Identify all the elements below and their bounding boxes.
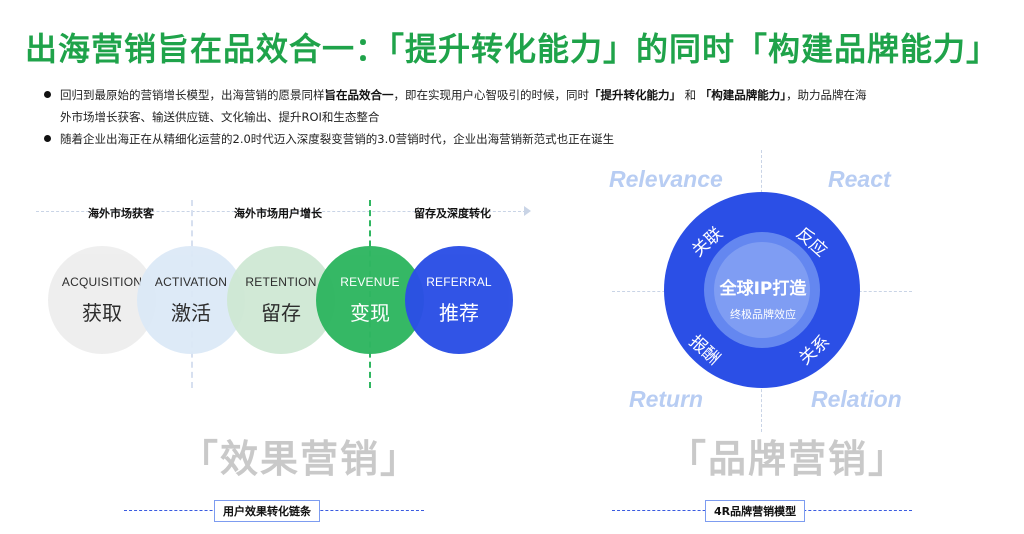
funnel-circle-cn-label: 获取 xyxy=(82,300,122,325)
effect-chain-tag: 用户效果转化链条 xyxy=(214,500,320,522)
funnel-circle-en-label: REFERRAL xyxy=(426,274,492,289)
funnel-circle-en-label: REVENUE xyxy=(340,274,400,289)
funnel-circle-en-label: RETENTION xyxy=(245,274,317,289)
bullet-text: 外市场增长获客、输送供应链、文化输出、提升ROI和生态整合 xyxy=(60,110,380,124)
funnel-circle-en-label: ACTIVATION xyxy=(154,274,228,289)
funnel-circle-cn-label: 留存 xyxy=(261,300,301,325)
arrow-icon xyxy=(524,206,531,216)
corner-react: React xyxy=(828,166,891,192)
core-circle xyxy=(714,242,810,338)
funnel-circle-cn-label: 推荐 xyxy=(439,300,479,325)
bullet-text: 和 xyxy=(681,88,700,102)
bullet-text: ，助力品牌在海 xyxy=(786,88,867,102)
funnel-circle-cn-label: 激活 xyxy=(171,300,211,325)
funnel-circle-cn-label: 变现 xyxy=(350,300,390,325)
4r-ring-diagram xyxy=(664,192,860,388)
bullet-bold-text: 旨在品效合一 xyxy=(324,88,394,102)
bullet-list: 回归到最原始的营销增长模型，出海营销的愿景同样旨在品效合一，即在实现用户心智吸引… xyxy=(42,84,992,150)
bullet-item-2: 随着企业出海正在从精细化运营的2.0时代迈入深度裂变营销的3.0营销时代，企业出… xyxy=(42,128,992,150)
funnel-circle-acquisition: ACQUISITION 获取 xyxy=(48,246,156,354)
page-title: 出海营销旨在品效合一：「提升转化能力」的同时「构建品牌能力」 xyxy=(24,30,999,68)
effect-marketing-caption: 「效果营销」 xyxy=(180,437,421,481)
bullet-text: 随着企业出海正在从精细化运营的2.0时代迈入深度裂变营销的3.0营销时代，企业出… xyxy=(60,132,615,146)
brand-marketing-caption: 「品牌营销」 xyxy=(668,437,909,481)
funnel-circle-en-label: ACQUISITION xyxy=(61,274,143,289)
stage-divider-line xyxy=(36,211,526,212)
center-title: 全球IP打造 xyxy=(719,279,807,299)
bullet-item-1: 回归到最原始的营销增长模型，出海营销的愿景同样旨在品效合一，即在实现用户心智吸引… xyxy=(42,84,992,128)
bullet-bold-text: 「构建品牌能力」 xyxy=(699,88,787,102)
stage-label-acquisition: 海外市场获客 xyxy=(88,207,154,220)
center-subtitle: 终极品牌效应 xyxy=(730,308,796,321)
corner-return: Return xyxy=(629,386,704,412)
bullet-bold-text: 「提升转化能力」 xyxy=(589,88,681,102)
stage-label-growth: 海外市场用户增长 xyxy=(234,207,322,220)
funnel-circle-referral: REFERRAL 推荐 xyxy=(405,246,513,354)
corner-relevance: Relevance xyxy=(609,166,723,192)
corner-relation: Relation xyxy=(811,386,902,412)
stage-label-retention: 留存及深度转化 xyxy=(414,207,491,220)
bullet-text: 回归到最原始的营销增长模型，出海营销的愿景同样 xyxy=(60,88,325,102)
4r-model-tag: 4R品牌营销模型 xyxy=(705,500,806,522)
bullet-text: ，即在实现用户心智吸引的时候，同时 xyxy=(393,88,590,102)
